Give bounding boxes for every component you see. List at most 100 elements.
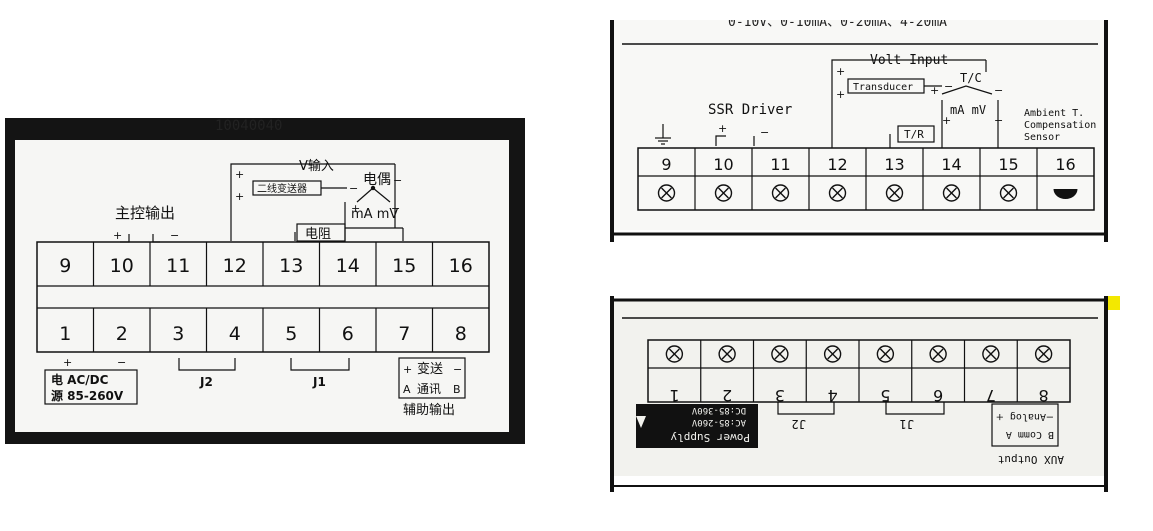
terminal-number-1: 1 (669, 386, 679, 405)
screw-icon (665, 345, 684, 363)
sensor-icon (1053, 189, 1078, 199)
j1-label: J1 (900, 417, 914, 431)
terminal-number-13: 13 (884, 155, 904, 174)
power-supply-block (636, 404, 758, 448)
terminal-number-2: 2 (116, 323, 128, 345)
volt-input-bracket (831, 59, 986, 148)
tc-top-minus: − (393, 174, 402, 187)
screw-icon (929, 345, 947, 363)
j1-bracket (290, 358, 350, 371)
terminal-number-7: 7 (986, 386, 996, 405)
thermocouple-wire-a (356, 187, 374, 203)
aux-b: B (453, 383, 461, 396)
ssr-plus: + (718, 122, 727, 135)
terminal-number-2: 2 (722, 386, 732, 405)
aux-a: A (403, 383, 411, 396)
j2-bracket (178, 358, 236, 371)
english-terminal-label-top: 0-10V、0-10mA、0-20mA、4-20mA Volt Input + … (608, 20, 1120, 242)
aux-minus: − (453, 363, 462, 376)
transmitter-label: 二线变送器 (257, 182, 307, 195)
terminal-number-7: 7 (398, 323, 410, 345)
screw-icon (823, 345, 842, 363)
tr-box (897, 125, 935, 143)
terminal-number-11: 11 (770, 155, 790, 174)
terminal-number-15: 15 (392, 255, 416, 277)
ma-mv-label: mA mV (351, 207, 398, 222)
terminal-number-6: 6 (933, 386, 943, 405)
screw-icon (714, 184, 733, 202)
power-plus: + (63, 356, 72, 369)
screw-icon (1034, 345, 1053, 363)
thermocouple-wire-b (372, 187, 391, 203)
transducer-plus: + (836, 88, 845, 101)
ambient-line-3: Sensor (1024, 132, 1060, 143)
v-input-plus: + (235, 168, 244, 181)
aux-output-box (991, 403, 1059, 447)
cut-off-range-text: 0-10V、0-10mA、0-20mA、4-20mA (728, 20, 947, 30)
terminal-number-10: 10 (713, 155, 733, 174)
tr-label: T/R (904, 128, 924, 141)
terminal-number-9: 9 (661, 155, 671, 174)
ambient-line-1: Ambient T. (1024, 108, 1084, 119)
j1-label: J1 (312, 375, 326, 389)
cut-off-model-text: 10040040 (215, 118, 282, 134)
terminal-number-1: 1 (59, 323, 71, 345)
terminal-number-3: 3 (775, 386, 785, 405)
terminal-number-12: 12 (827, 155, 847, 174)
tc-label: T/C (960, 71, 982, 85)
terminal-number-9: 9 (59, 255, 71, 277)
aux-analog-plus: + (996, 411, 1004, 422)
screw-icon (771, 184, 790, 202)
terminal-number-4: 4 (229, 323, 241, 345)
screw-icon (999, 184, 1018, 202)
terminal-number-3: 3 (172, 323, 184, 345)
volt-input-label: Volt Input (870, 53, 948, 68)
resistor-label: 电阻 (305, 227, 331, 242)
power-line-2: 源 85-260V (51, 388, 124, 403)
aux-plus: + (403, 363, 412, 376)
terminal-number-13: 13 (279, 255, 303, 277)
screw-icon (657, 184, 676, 202)
ma-mv-label: mA mV (950, 103, 986, 117)
ambient-line-2: Compensation (1024, 120, 1096, 131)
tc-plus: + (930, 84, 939, 97)
ssr-minus: − (760, 126, 769, 139)
ground-icon (655, 124, 671, 145)
terminal-number-15: 15 (998, 155, 1018, 174)
transmit-label: 变送 (417, 361, 443, 377)
j1-bracket (885, 402, 945, 415)
terminal-number-5: 5 (285, 323, 297, 345)
v-input-bracket (230, 163, 395, 241)
transmitter-minus: − (349, 182, 358, 195)
power-supply-dc: DC:85-360V (691, 405, 746, 415)
warning-icon (636, 416, 646, 428)
terminal-number-11: 11 (166, 255, 190, 277)
screw-icon (828, 184, 847, 202)
terminal-number-14: 14 (941, 155, 961, 174)
tc-minus: − (994, 84, 1003, 97)
ma-plus: + (942, 114, 951, 127)
terminal-number-4: 4 (828, 386, 838, 405)
terminal-number-12: 12 (223, 255, 247, 277)
j2-label: J2 (199, 375, 213, 389)
ssr-plus-wire (715, 135, 726, 146)
terminal-number-16: 16 (1055, 155, 1075, 174)
tc-plus: + (351, 202, 360, 215)
screw-icon (876, 345, 895, 363)
j2-label: J2 (792, 417, 806, 431)
aux-analog-label: Analog (1010, 411, 1046, 422)
comm-label: 通讯 (417, 382, 441, 396)
aux-comm-label: B Comm A (1006, 429, 1054, 440)
v-input-label: V输入 (299, 158, 334, 174)
ssr-plus-sign: + (113, 229, 122, 242)
power-supply-ac: AC:85-260V (691, 417, 746, 427)
transmitter-plus: + (235, 190, 244, 203)
aux-output-box (398, 357, 466, 399)
thermocouple-label: 电偶 (363, 172, 391, 188)
terminal-number-14: 14 (336, 255, 360, 277)
screw-icon (885, 184, 904, 202)
power-supply-title: Power Supply (670, 431, 750, 444)
transducer-minus: − (944, 80, 953, 93)
power-supply-box (44, 369, 138, 405)
